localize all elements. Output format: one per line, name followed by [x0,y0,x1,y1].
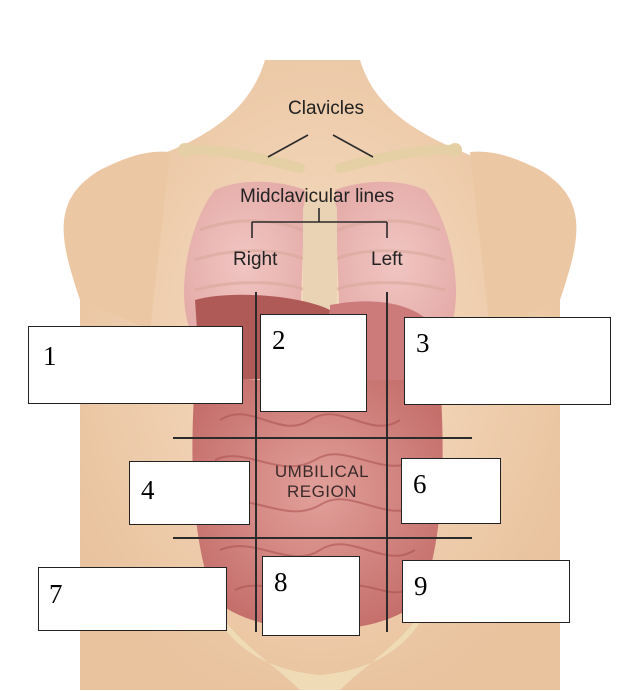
box-number: 1 [43,341,57,372]
sternum [303,200,337,310]
box-number: 6 [413,469,427,500]
left-label: Left [371,249,403,271]
box-number: 4 [141,475,155,506]
answer-box-7[interactable]: 7 [38,567,227,631]
midclavicular-lines-label: Midclavicular lines [240,186,394,208]
umbilical-region-line-1: UMBILICAL [258,462,386,482]
umbilical-region-label: UMBILICAL REGION [258,462,386,502]
answer-box-4[interactable]: 4 [129,461,250,525]
answer-box-6[interactable]: 6 [401,458,501,524]
umbilical-region-line-2: REGION [258,482,386,502]
answer-box-2[interactable]: 2 [260,314,367,412]
clavicles-label: Clavicles [288,98,364,120]
answer-box-3[interactable]: 3 [404,317,611,405]
box-number: 9 [414,571,428,602]
box-number: 7 [49,579,63,610]
right-label: Right [233,249,277,271]
box-number: 8 [274,567,288,598]
answer-box-1[interactable]: 1 [28,326,243,404]
box-number: 3 [416,328,430,359]
answer-box-9[interactable]: 9 [402,560,570,623]
answer-box-8[interactable]: 8 [262,556,360,636]
box-number: 2 [272,325,286,356]
